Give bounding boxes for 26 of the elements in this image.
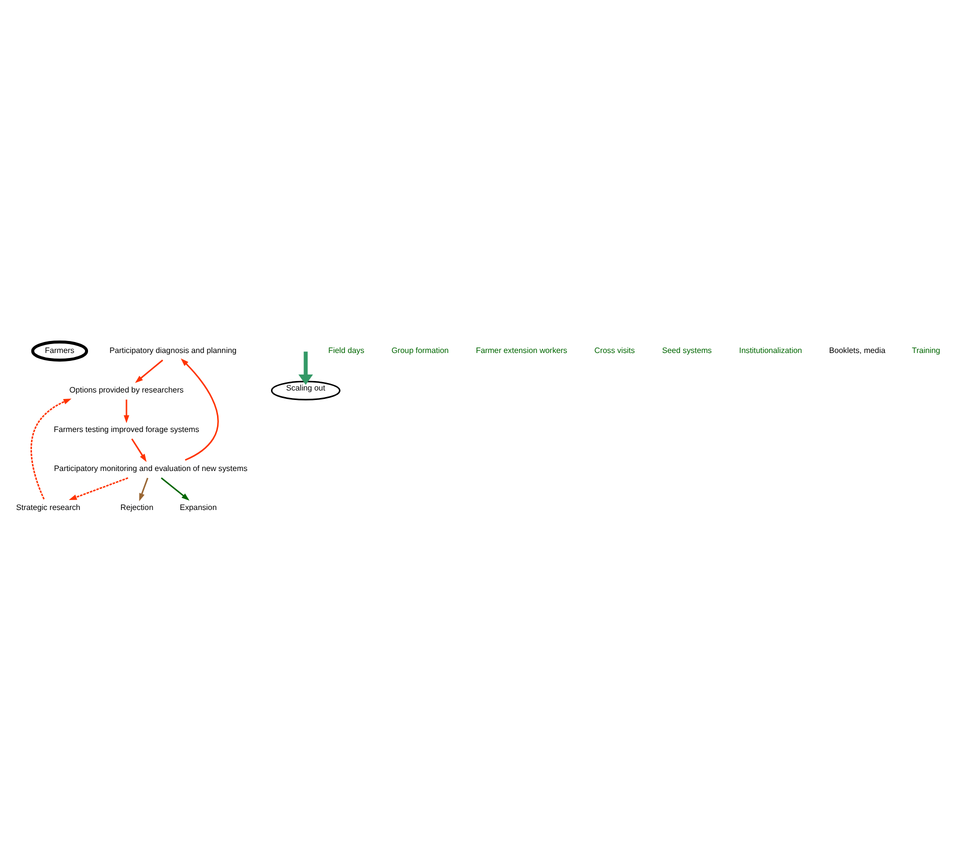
node-text: Strategic research (16, 502, 80, 512)
label: Field days (328, 345, 364, 354)
label: Seed systems (662, 345, 712, 354)
node-ellipse: Scaling out (270, 380, 340, 400)
node-text: Farmers testing improved forage systems (54, 424, 200, 434)
arrow (124, 399, 130, 423)
label: Group formation (392, 345, 449, 354)
arrow (180, 358, 219, 460)
node-text: Options provided by researchers (69, 384, 184, 394)
node-ellipse: Farmers (31, 340, 88, 362)
arrow (160, 476, 190, 500)
node-text: Expansion (180, 502, 217, 512)
node-text: Rejection (120, 502, 154, 512)
label: Training (912, 345, 940, 354)
label: Cross visits (594, 345, 635, 354)
arrow (139, 477, 148, 501)
node-text: Participatory monitoring and evaluation of new systems (54, 463, 248, 472)
label: Booklets, media (829, 345, 886, 354)
node-text: Participatory diagnosis and planning (110, 345, 237, 354)
arrow (135, 359, 164, 382)
arrow (298, 351, 313, 384)
arrow (68, 476, 128, 500)
label: Farmer extension workers (476, 345, 568, 354)
label: Institutionalization (739, 345, 802, 354)
arrow (30, 398, 72, 499)
arrow (131, 438, 147, 462)
